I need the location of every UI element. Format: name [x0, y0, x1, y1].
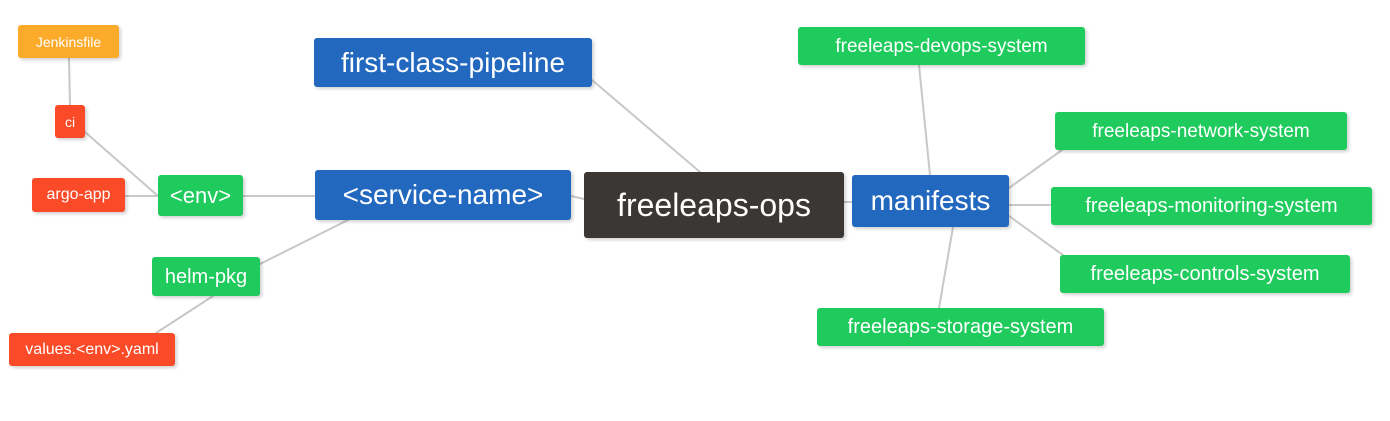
node-label-jenkinsfile: Jenkinsfile [35, 33, 102, 50]
node-label-service-name: <service-name> [342, 179, 544, 210]
node-ci[interactable]: ci [55, 105, 85, 138]
edge-values-yaml-to-helm-pkg [155, 295, 214, 334]
node-label-manifests: manifests [870, 185, 991, 216]
node-label-first-class-pipeline: first-class-pipeline [340, 46, 566, 78]
node-label-env: <env> [169, 182, 232, 208]
node-helm-pkg[interactable]: helm-pkg [152, 257, 260, 296]
node-label-controls-system: freeleaps-controls-system [1090, 263, 1320, 285]
edge-network-system-to-manifests [1008, 149, 1063, 189]
edge-helm-pkg-to-service-name [259, 219, 349, 265]
edge-storage-system-to-manifests [938, 226, 954, 309]
node-storage-system[interactable]: freeleaps-storage-system [817, 308, 1104, 346]
node-label-monitoring-system: freeleaps-monitoring-system [1085, 195, 1338, 217]
node-label-storage-system: freeleaps-storage-system [847, 316, 1074, 338]
node-argo-app[interactable]: argo-app [32, 178, 125, 212]
edge-first-class-pipeline-to-freeleaps-ops [591, 79, 701, 173]
edge-devops-system-to-manifests [918, 64, 931, 176]
node-monitoring-system[interactable]: freeleaps-monitoring-system [1051, 187, 1372, 225]
node-label-values-yaml: values.<env>.yaml [25, 340, 159, 358]
node-first-class-pipeline[interactable]: first-class-pipeline [314, 38, 592, 87]
edge-jenkinsfile-to-ci [68, 57, 71, 106]
node-label-devops-system: freeleaps-devops-system [835, 35, 1048, 57]
node-values-yaml[interactable]: values.<env>.yaml [9, 333, 175, 366]
node-label-ci: ci [64, 113, 76, 130]
node-label-argo-app: argo-app [46, 186, 111, 203]
node-manifests[interactable]: manifests [852, 175, 1009, 227]
edge-service-name-to-freeleaps-ops [570, 195, 585, 200]
node-label-helm-pkg: helm-pkg [164, 265, 248, 288]
node-controls-system[interactable]: freeleaps-controls-system [1060, 255, 1350, 293]
node-service-name[interactable]: <service-name> [315, 170, 571, 220]
node-network-system[interactable]: freeleaps-network-system [1055, 112, 1347, 150]
node-freeleaps-ops[interactable]: freeleaps-ops [584, 172, 844, 238]
node-label-network-system: freeleaps-network-system [1092, 120, 1310, 142]
node-env[interactable]: <env> [158, 175, 243, 216]
node-jenkinsfile[interactable]: Jenkinsfile [18, 25, 119, 58]
node-label-freeleaps-ops: freeleaps-ops [617, 187, 811, 223]
node-devops-system[interactable]: freeleaps-devops-system [798, 27, 1085, 65]
